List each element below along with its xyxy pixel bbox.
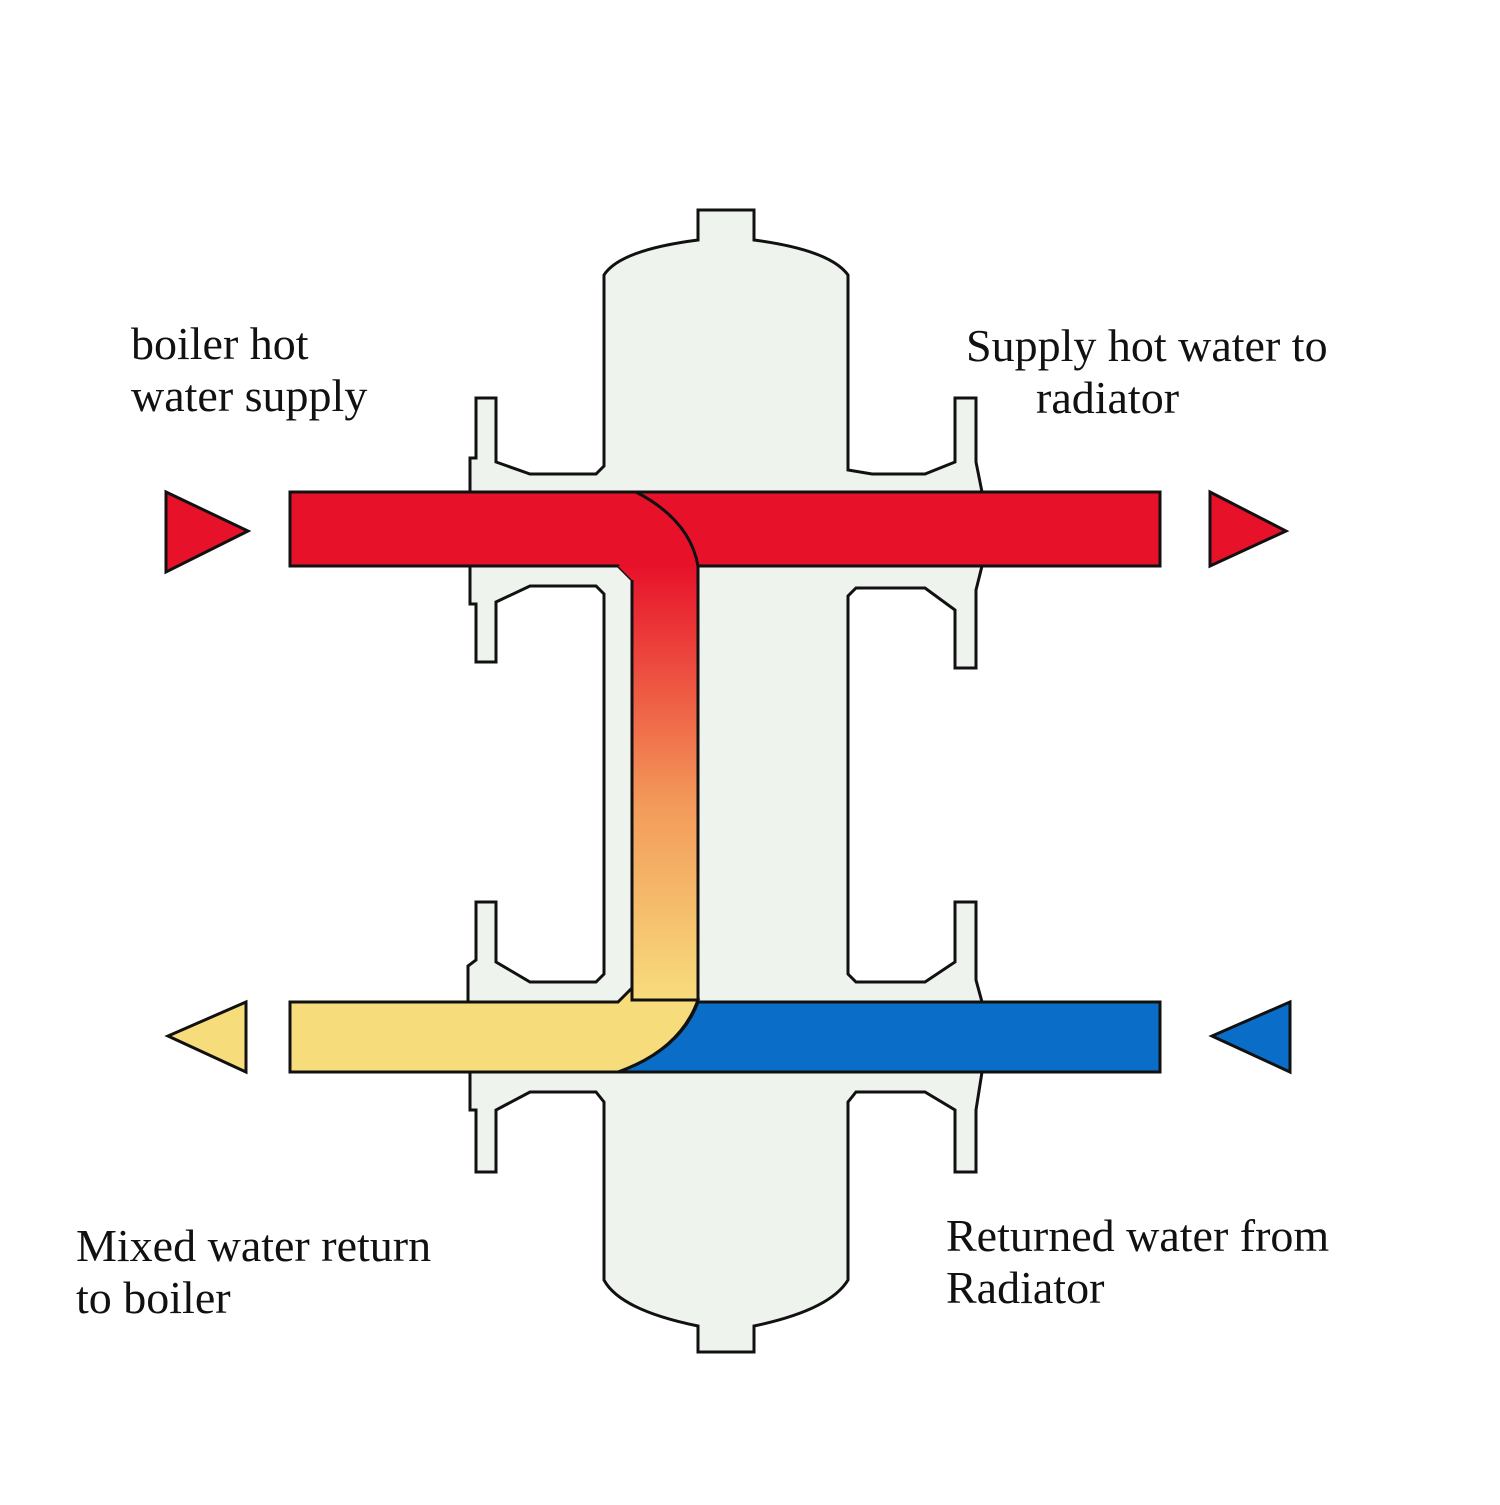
label-line: Radiator [946, 1262, 1105, 1313]
label-line: Mixed water return [76, 1220, 432, 1271]
label-line: Returned water from [946, 1210, 1330, 1261]
arrow-right-icon [164, 489, 252, 575]
label-boiler-hot-water-supply: boiler hot water supply [131, 318, 367, 422]
label-supply-to-radiator: Supply hot water to radiator [966, 320, 1328, 424]
separator-vessel [468, 210, 982, 1352]
cold-return-pipe [617, 1000, 1162, 1074]
label-line: Supply hot water to [966, 320, 1328, 371]
label-returned-water-from-radiator: Returned water from Radiator [946, 1210, 1329, 1314]
arrow-right-icon [1208, 489, 1290, 569]
label-line: boiler hot [131, 318, 309, 369]
arrow-left-icon [164, 999, 248, 1075]
vessel-outline [466, 208, 984, 1354]
label-line: water supply [131, 370, 368, 421]
label-mixed-water-return: Mixed water return to boiler [76, 1220, 431, 1324]
label-line: to boiler [76, 1272, 231, 1323]
arrow-left-icon [1208, 999, 1292, 1075]
mixed-return-pipe [288, 984, 701, 1074]
bypass-flow [618, 490, 700, 1000]
label-line: radiator [1036, 372, 1180, 423]
